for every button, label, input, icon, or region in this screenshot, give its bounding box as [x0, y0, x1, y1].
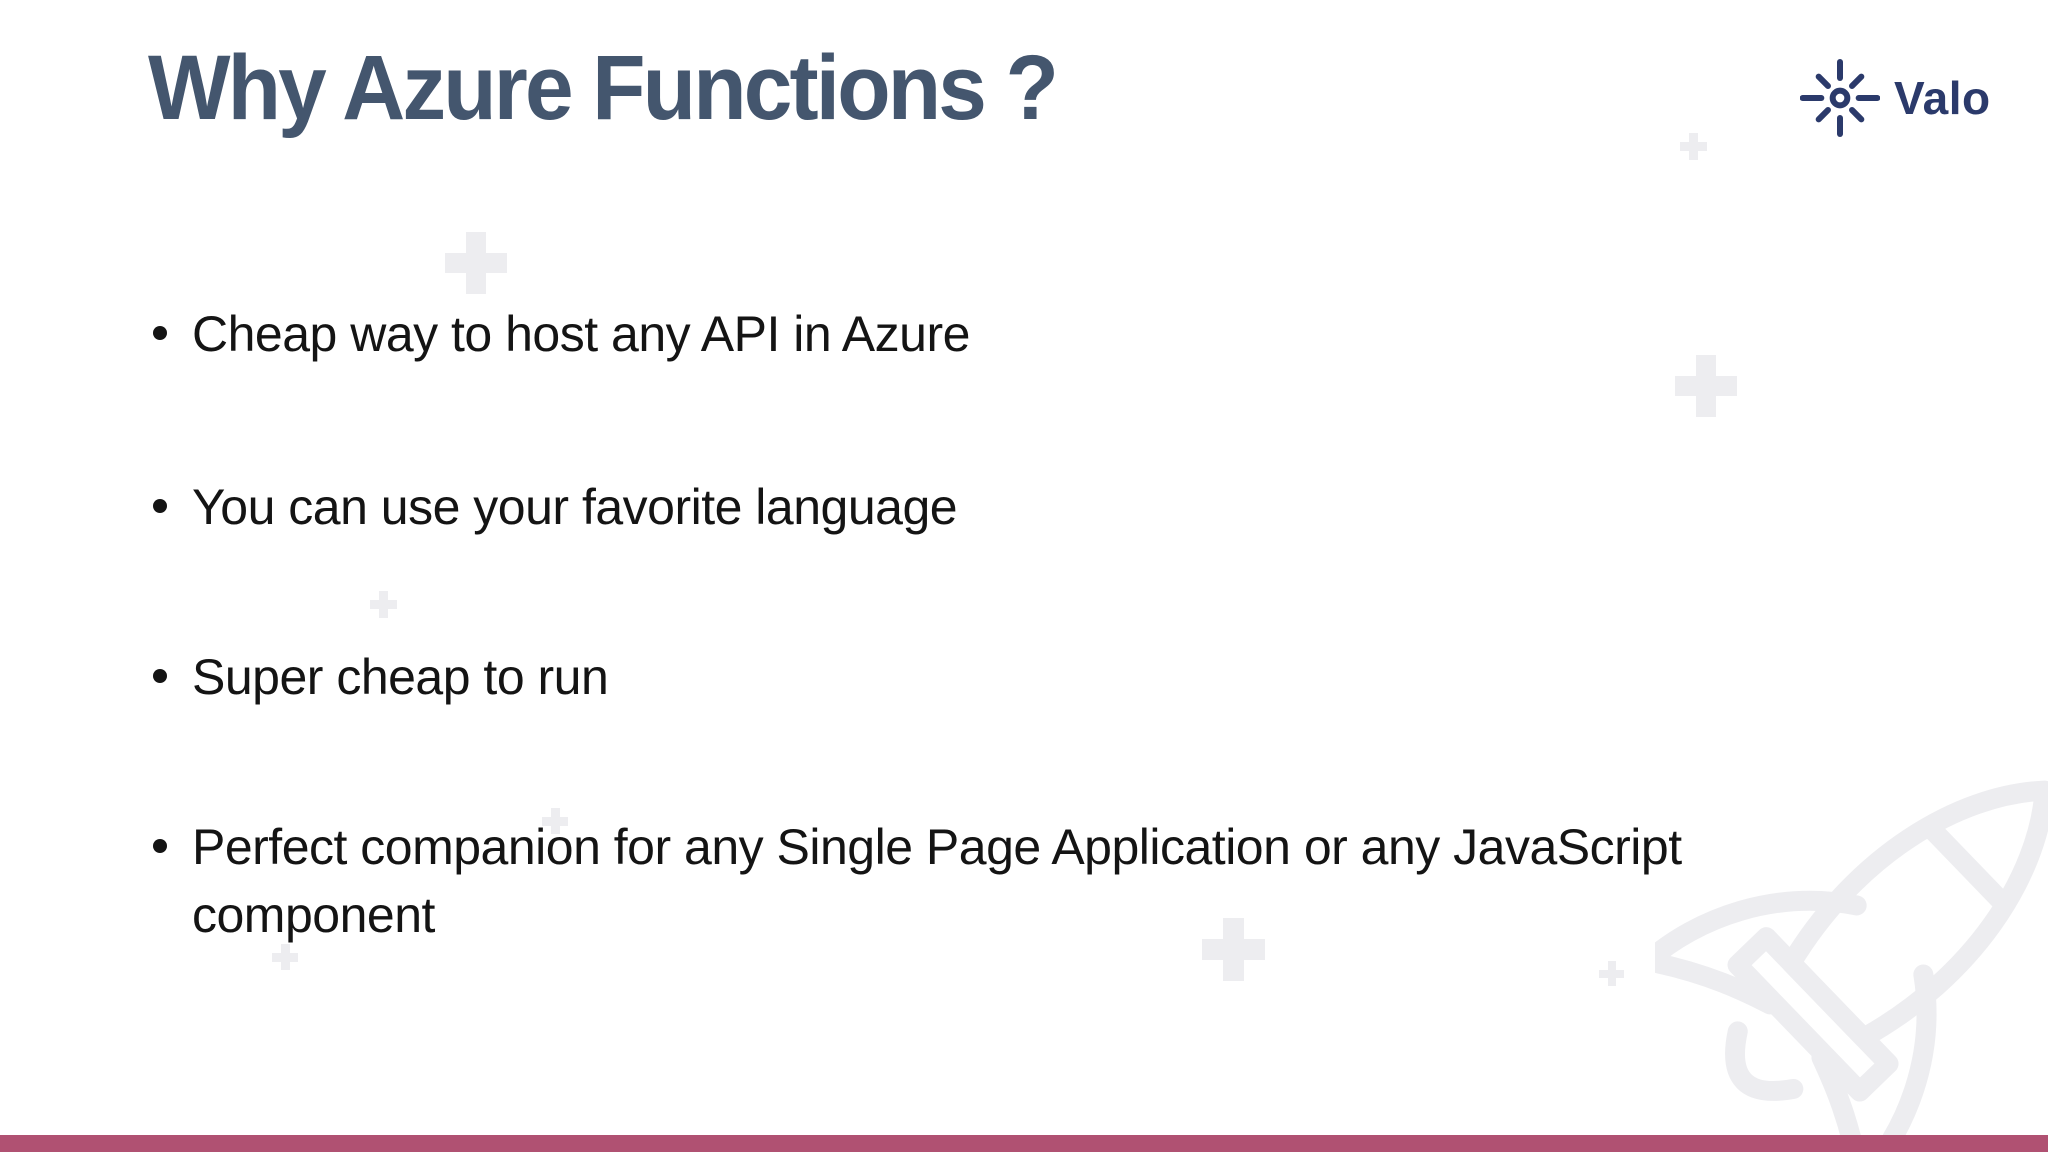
- bullet-item: Perfect companion for any Single Page Ap…: [150, 813, 1850, 949]
- plus-decoration-icon: [1679, 132, 1707, 160]
- bullet-text: Perfect companion for any Single Page Ap…: [192, 819, 1682, 943]
- rocket-illustration-icon: [1655, 780, 2048, 1152]
- plus-decoration-icon: [445, 232, 507, 294]
- bullet-text: Cheap way to host any API in Azure: [192, 306, 970, 362]
- bullet-item: Super cheap to run: [150, 643, 609, 711]
- plus-decoration-icon: [369, 590, 397, 618]
- bullet-item: Cheap way to host any API in Azure: [150, 300, 970, 368]
- bullet-text: You can use your favorite language: [192, 479, 958, 535]
- bullet-item: You can use your favorite language: [150, 473, 958, 541]
- logo-text: Valo: [1894, 72, 1991, 124]
- plus-decoration-icon: [1598, 960, 1624, 986]
- plus-decoration-icon: [1675, 355, 1737, 417]
- plus-decoration-icon: [272, 944, 298, 970]
- bullet-dot: [153, 326, 167, 340]
- bullet-text: Super cheap to run: [192, 649, 609, 705]
- starburst-icon: [1800, 59, 1880, 137]
- bullet-dot: [153, 669, 167, 683]
- accent-bar: [0, 1135, 2048, 1152]
- slide-title: Why Azure Functions ?: [148, 37, 1059, 139]
- valo-logo: Valo: [1800, 58, 1991, 138]
- bullet-dot: [153, 839, 167, 853]
- plus-decoration-icon: [542, 808, 568, 834]
- bullet-dot: [153, 499, 167, 513]
- plus-decoration-icon: [1201, 917, 1265, 981]
